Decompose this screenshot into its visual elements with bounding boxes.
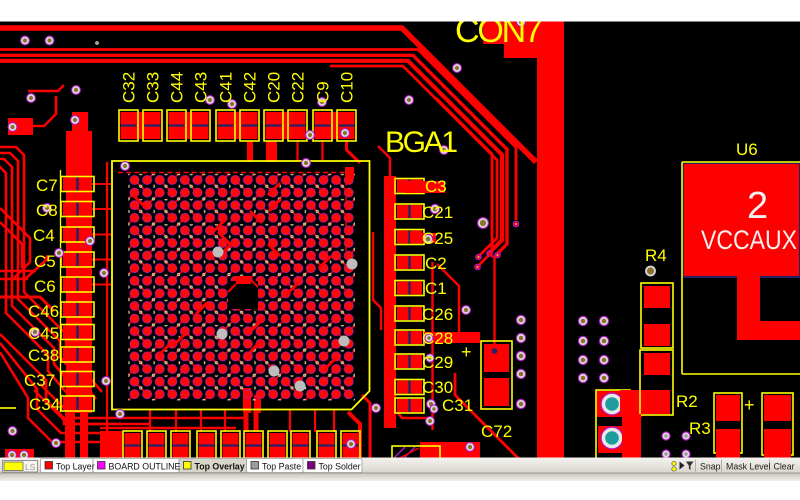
svg-text:C1: C1 [425, 279, 447, 298]
svg-text:C2: C2 [425, 254, 447, 273]
svg-text:VCCAUX: VCCAUX [701, 225, 797, 255]
svg-text:C26: C26 [422, 305, 453, 324]
svg-text:C8: C8 [36, 201, 58, 220]
svg-text:C44: C44 [168, 72, 187, 103]
svg-text:Top Paste: Top Paste [262, 461, 301, 471]
svg-text:+: + [744, 395, 755, 415]
svg-text:BOARD OUTLINE: BOARD OUTLINE [109, 461, 181, 471]
svg-text:C30: C30 [422, 378, 453, 397]
svg-text:LS: LS [25, 462, 36, 472]
svg-text:U6: U6 [736, 140, 758, 159]
svg-text:C22: C22 [289, 72, 308, 103]
svg-text:C5: C5 [34, 252, 56, 271]
svg-text:C33: C33 [144, 72, 163, 103]
svg-text:R4: R4 [645, 246, 667, 265]
svg-text:+: + [461, 342, 472, 362]
svg-text:C38: C38 [28, 346, 59, 365]
svg-text:C3: C3 [425, 177, 447, 196]
svg-text:C25: C25 [422, 229, 453, 248]
svg-text:C72: C72 [481, 422, 512, 441]
svg-text:C42: C42 [241, 72, 260, 103]
svg-text:C32: C32 [120, 72, 139, 103]
svg-text:Top Solder: Top Solder [319, 461, 361, 471]
svg-text:C43: C43 [192, 72, 211, 103]
svg-text:C37: C37 [24, 371, 55, 390]
svg-text:R3: R3 [689, 419, 711, 438]
svg-text:Clear: Clear [774, 461, 795, 471]
svg-text:Mask Level: Mask Level [726, 461, 771, 471]
svg-text:C7: C7 [36, 176, 58, 195]
svg-text:C4: C4 [33, 226, 55, 245]
svg-text:C21: C21 [422, 203, 453, 222]
svg-text:Top Overlay: Top Overlay [195, 461, 245, 471]
svg-text:C10: C10 [338, 72, 357, 103]
svg-text:C34: C34 [29, 395, 60, 414]
svg-text:C6: C6 [34, 277, 56, 296]
svg-text:2: 2 [747, 185, 768, 227]
svg-text:Top Layer: Top Layer [56, 461, 95, 471]
svg-text:C41: C41 [217, 72, 236, 103]
svg-text:C20: C20 [265, 72, 284, 103]
svg-text:C46: C46 [28, 302, 59, 321]
svg-text:Snap: Snap [700, 461, 721, 471]
svg-text:C9: C9 [314, 81, 333, 103]
svg-text:BGA1: BGA1 [385, 126, 458, 159]
svg-text:C28: C28 [422, 329, 453, 348]
svg-text:C29: C29 [422, 353, 453, 372]
svg-text:C31: C31 [442, 396, 473, 415]
svg-text:R2: R2 [676, 392, 698, 411]
svg-text:C45: C45 [28, 324, 59, 343]
